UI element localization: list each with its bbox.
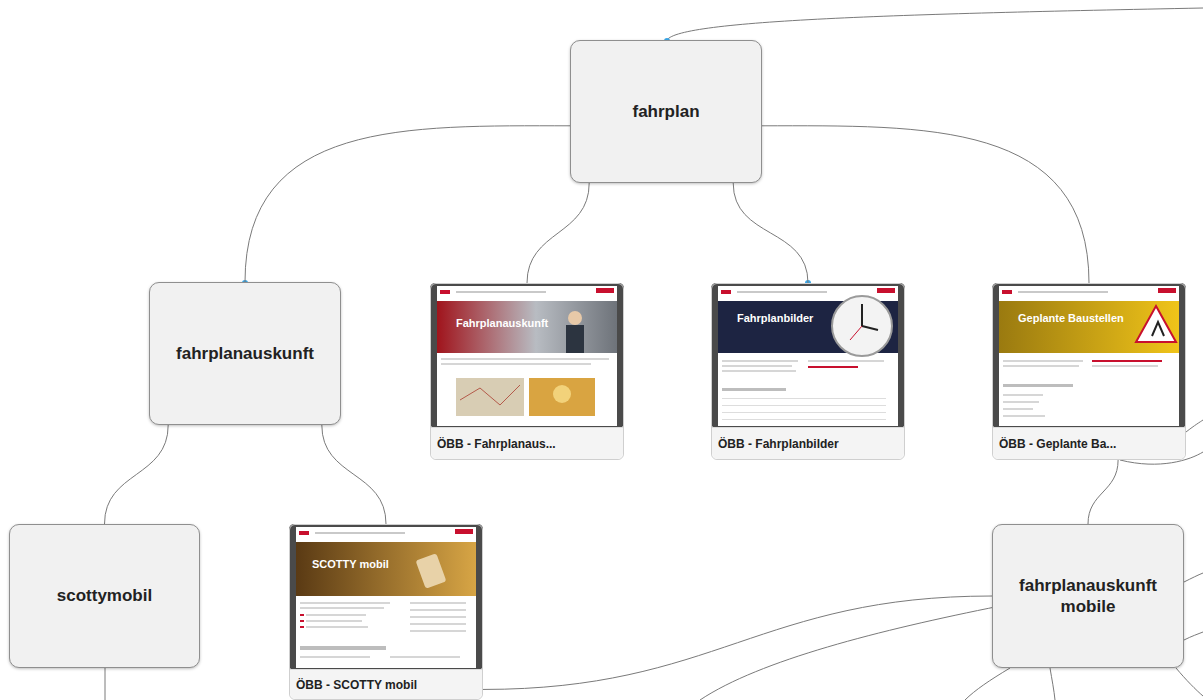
topic-text-wrap: fahrplanauskunft mobile (1010, 575, 1166, 618)
offscreen-links (105, 8, 1203, 700)
topic-label: fahrplanauskunft (176, 343, 314, 364)
link-line (762, 126, 1089, 283)
page-screenshot (711, 283, 905, 428)
topic-text-wrap: fahrplan (632, 101, 699, 122)
page-card: ÖBB - SCOTTY mobil (289, 524, 483, 700)
link-curve (105, 425, 169, 524)
link-curve (1088, 460, 1118, 524)
page-screenshot (992, 283, 1186, 428)
card-caption: ÖBB - SCOTTY mobil (290, 669, 482, 699)
card-title: ÖBB - Fahrplanaus... (437, 437, 556, 451)
link-line (483, 596, 992, 689)
page-card: ÖBB - Geplante Ba... (992, 283, 1186, 460)
link-curve (762, 126, 1089, 283)
page-card: ÖBB - Fahrplanaus... (430, 283, 624, 460)
page-screenshot (289, 524, 483, 670)
screenshot-heading: SCOTTY mobil (312, 558, 389, 570)
card-caption: ÖBB - Fahrplanbilder (712, 427, 904, 459)
card-title: ÖBB - SCOTTY mobil (296, 678, 417, 692)
topic-label: fahrplan (632, 101, 699, 122)
link-line (245, 126, 570, 282)
card-caption: ÖBB - Fahrplanaus... (431, 427, 623, 459)
link-line (733, 183, 808, 283)
topic-box: fahrplanauskunft (149, 282, 341, 425)
topic-label: fahrplanauskunft mobile (1010, 575, 1166, 618)
screenshot-heading: Geplante Baustellen (1018, 312, 1124, 324)
link-curve (245, 126, 570, 282)
topic-text-wrap: fahrplanauskunft (176, 343, 314, 364)
link-line (105, 425, 169, 524)
link-line (1088, 460, 1118, 524)
topic-label: scottymobil (57, 585, 152, 606)
link-dots (242, 38, 811, 286)
card-caption: ÖBB - Geplante Ba... (993, 427, 1185, 459)
screenshot-heading: Fahrplanauskunft (456, 317, 548, 329)
link-line (322, 425, 386, 524)
link-line (527, 183, 589, 283)
card-title: ÖBB - Geplante Ba... (999, 437, 1116, 451)
topic-box: scottymobil (9, 524, 200, 668)
topic-box: fahrplanauskunft mobile (992, 524, 1184, 668)
page-screenshot (430, 283, 624, 428)
topic-box: fahrplan (570, 40, 762, 183)
topic-text-wrap: scottymobil (57, 585, 152, 606)
link-curve (527, 183, 589, 283)
page-card: ÖBB - Fahrplanbilder (711, 283, 905, 460)
card-title: ÖBB - Fahrplanbilder (718, 437, 839, 451)
link-curve (483, 596, 992, 689)
link-curve (322, 425, 386, 524)
link-curve (733, 183, 808, 283)
screenshot-heading: Fahrplanbilder (737, 312, 813, 324)
